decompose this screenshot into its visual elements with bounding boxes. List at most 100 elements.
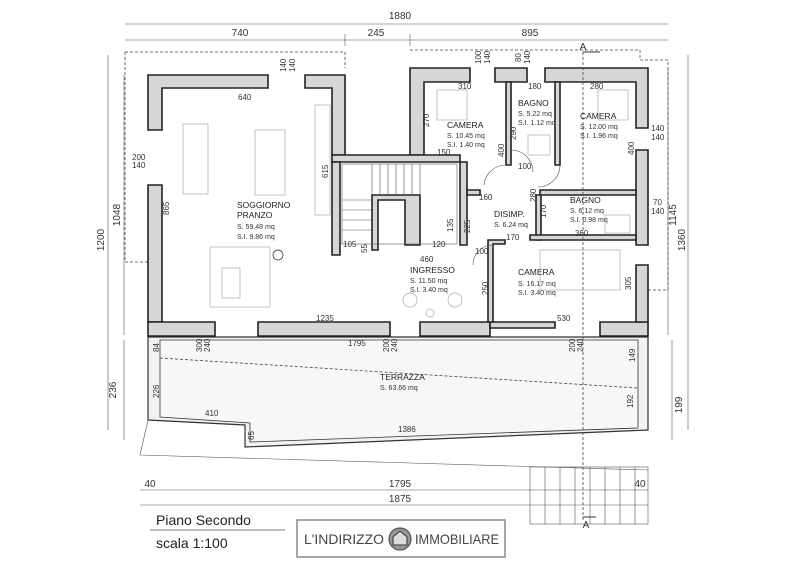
dim-label: 140 — [651, 207, 665, 216]
dim-label: 240 — [390, 338, 399, 352]
dim-label: 180 — [528, 82, 542, 91]
doors — [472, 149, 561, 266]
dim-bottom-mid: 1795 — [389, 479, 412, 490]
walls — [147, 67, 649, 337]
logo-text-right: IMMOBILIARE — [415, 531, 499, 547]
room-name: PRANZO — [237, 210, 273, 220]
room-camera-1: CAMERA S. 10.45 mq S.I. 1.40 mq — [447, 120, 485, 149]
room-soggiorno: SOGGIORNO PRANZO S. 59.48 mq S.I. 9.86 m… — [237, 200, 291, 241]
dim-left-outer: 1200 — [96, 228, 107, 251]
dim-label: 270 — [422, 113, 431, 127]
dim-label: 865 — [162, 201, 171, 215]
dim-label: 100 — [474, 50, 483, 64]
room-area-si: S.I. 3.40 mq — [410, 287, 448, 294]
room-disimpegno: DISIMP. S. 6.24 mq — [494, 209, 528, 229]
room-area-si: S.I. 0.98 mq — [570, 217, 608, 224]
room-ingresso: INGRESSO S. 11.50 mq S.I. 3.40 mq — [410, 265, 455, 294]
dim-label: 140 — [651, 124, 665, 133]
dim-label: 530 — [557, 314, 571, 323]
plan-title: Piano Secondo — [156, 512, 251, 528]
dim-label: 225 — [463, 219, 472, 233]
roof-outline — [124, 49, 669, 291]
logo-text-left: L'INDIRIZZO — [304, 531, 384, 547]
room-area: S. 12.00 mq — [580, 124, 618, 131]
dim-label: 250 — [481, 281, 490, 295]
interior-stairs — [341, 163, 458, 245]
room-name: BAGNO — [518, 98, 549, 108]
dim-top-total: 1880 — [389, 11, 412, 22]
dim-right-outer: 1360 — [677, 228, 688, 251]
dim-label: 120 — [432, 240, 446, 249]
room-area-si: S.I. 1.12 mq — [518, 120, 556, 127]
dim-label: 80 — [514, 53, 523, 62]
dim-label: 310 — [458, 82, 472, 91]
section-mark-top: A — [580, 42, 587, 53]
dim-bottom-total: 1875 — [389, 494, 412, 505]
dim-label: 1235 — [316, 314, 334, 323]
dim-label: 300 — [195, 338, 204, 352]
room-name: SOGGIORNO — [237, 200, 291, 210]
dim-label: 1795 — [348, 339, 366, 348]
dim-left-inner: 1048 — [112, 203, 123, 226]
dim-label: 280 — [529, 188, 538, 202]
room-area: S. 59.48 mq — [237, 224, 275, 231]
dim-top-mid: 245 — [368, 28, 385, 39]
dim-label: 140 — [651, 133, 665, 142]
section-mark-bottom: A — [583, 520, 590, 531]
room-area: S. 16.17 mq — [518, 281, 556, 288]
room-name: INGRESSO — [410, 265, 455, 275]
dim-label: 170 — [539, 204, 548, 218]
room-area: S. 5.22 mq — [518, 111, 552, 118]
dim-label: 140 — [288, 58, 297, 72]
room-name: CAMERA — [518, 267, 555, 277]
room-name: DISIMP. — [494, 209, 525, 219]
dim-label: 150 — [437, 148, 451, 157]
dim-label: 360 — [575, 229, 589, 238]
dim-label: 200 — [132, 153, 146, 162]
room-name: TERRAZZA — [380, 372, 425, 382]
dim-label: 460 — [420, 255, 434, 264]
dim-label: 410 — [205, 409, 219, 418]
dim-bottom-right: 40 — [634, 479, 646, 490]
dim-label: 400 — [497, 143, 506, 157]
dim-left-terrace: 236 — [108, 381, 119, 398]
stairs-outer — [529, 466, 649, 525]
dim-label: 200 — [382, 338, 391, 352]
dimension-lines — [107, 23, 689, 506]
dim-label: 105 — [343, 240, 357, 249]
dim-label: 170 — [506, 233, 520, 242]
dim-label: 140 — [132, 161, 146, 170]
dim-bottom-left: 40 — [144, 479, 156, 490]
dim-label: 1386 — [398, 425, 416, 434]
room-area: S. 6.12 mq — [570, 208, 604, 215]
dim-label: 160 — [479, 193, 493, 202]
room-area: S. 11.50 mq — [410, 278, 447, 285]
agency-logo: L'INDIRIZZO IMMOBILIARE — [296, 519, 506, 558]
room-terrazza: TERRAZZA S. 63.66 mq — [380, 372, 425, 392]
dim-label: 140 — [483, 50, 492, 64]
dim-right-inner: 1145 — [668, 204, 679, 226]
dim-label: 400 — [627, 141, 636, 155]
dim-label: 226 — [152, 384, 161, 398]
dim-label: 280 — [590, 82, 604, 91]
plan-scale: scala 1:100 — [156, 535, 228, 551]
dim-label: 305 — [624, 276, 633, 290]
dim-label: 135 — [446, 218, 455, 232]
terrace — [139, 336, 649, 525]
dim-label: 240 — [203, 338, 212, 352]
room-camera-3: CAMERA S. 16.17 mq S.I. 3.40 mq — [518, 267, 556, 297]
dim-label: 140 — [279, 58, 288, 72]
dim-top-right: 895 — [522, 28, 539, 39]
section-line — [582, 51, 600, 520]
room-name: CAMERA — [447, 120, 484, 130]
room-area-si: S.I. 1.40 mq — [447, 142, 485, 149]
small-dimensions: 640 140 140 200 140 865 615 105 55 460 1… — [132, 50, 665, 440]
room-area: S. 63.66 mq — [380, 385, 418, 392]
dim-label: 240 — [576, 338, 585, 352]
room-camera-2: CAMERA S. 12.00 mq S.I. 1.96 mq — [580, 111, 618, 140]
dim-label: 192 — [626, 394, 635, 408]
dim-right-terrace: 199 — [674, 396, 685, 413]
room-name: BAGNO — [570, 195, 601, 205]
room-area-si: S.I. 3.40 mq — [518, 290, 556, 297]
